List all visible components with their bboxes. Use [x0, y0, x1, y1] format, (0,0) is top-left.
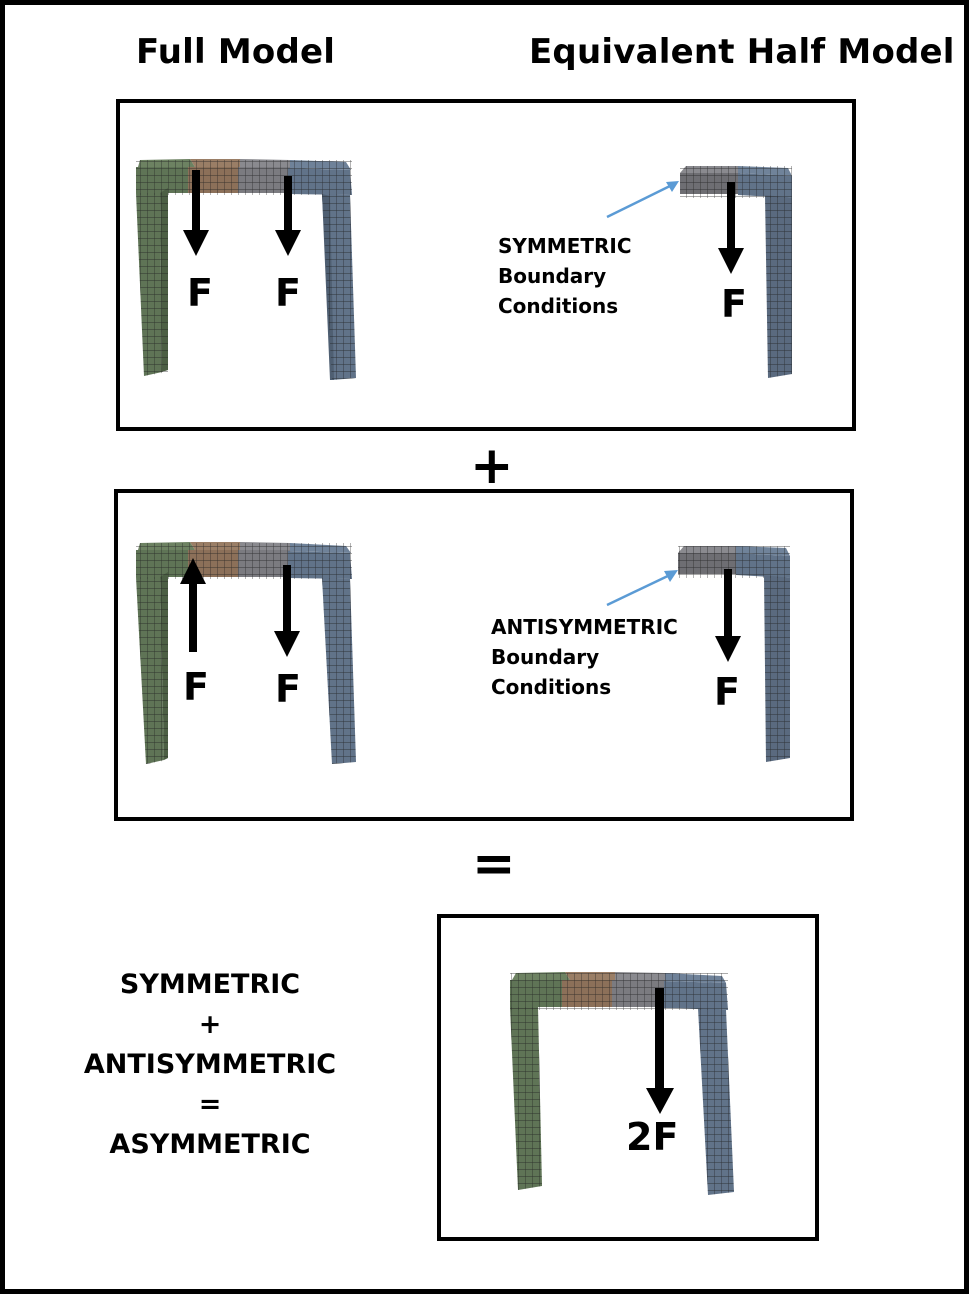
- force-arrow-shaft: [724, 569, 732, 637]
- force-arrowhead-up: [180, 558, 206, 584]
- force-arrowhead-down: [646, 1088, 674, 1114]
- force-arrowhead-down: [183, 230, 209, 256]
- plus-operator: +: [470, 436, 514, 496]
- force-label-2f: 2F: [626, 1115, 679, 1159]
- bc-label-line1: SYMMETRIC: [498, 234, 632, 258]
- asymmetric-result-panel: [437, 914, 819, 1241]
- bc-pointer-arrowhead: [666, 181, 679, 192]
- force-arrow-shaft: [283, 565, 291, 633]
- bc-pointer-arrow: [606, 572, 673, 607]
- equals-operator: =: [472, 834, 516, 894]
- force-arrowhead-down: [718, 248, 744, 274]
- bc-label-line1: ANTISYMMETRIC: [491, 615, 678, 639]
- force-arrowhead-down: [274, 631, 300, 657]
- force-arrow-shaft: [284, 176, 292, 232]
- force-arrow-shaft: [189, 582, 197, 652]
- bc-label-line2: Boundary: [491, 645, 600, 669]
- heading-full-model: Full Model: [136, 32, 336, 72]
- full-model-frame-1: [136, 159, 356, 380]
- bc-label-line3: Conditions: [491, 675, 612, 699]
- bc-label-line2: Boundary: [498, 264, 607, 288]
- heading-half-model: Equivalent Half Model: [529, 32, 955, 72]
- equation-line-antisymmetric: ANTISYMMETRIC: [83, 1049, 337, 1080]
- force-label: F: [721, 282, 747, 326]
- equation-line-plus: +: [198, 1009, 222, 1040]
- force-label: F: [714, 670, 740, 714]
- superposition-equation: SYMMETRIC + ANTISYMMETRIC = ASYMMETRIC: [70, 965, 350, 1165]
- force-label: F: [183, 665, 209, 709]
- force-arrow-shaft: [727, 182, 735, 250]
- half-model-frame-1: [606, 166, 792, 378]
- equation-line-symmetric: SYMMETRIC: [119, 969, 301, 1000]
- result-frame: [510, 972, 734, 1195]
- force-label: F: [275, 667, 301, 711]
- equation-line-asymmetric: ASYMMETRIC: [109, 1129, 311, 1160]
- bc-pointer-arrowhead: [664, 570, 678, 582]
- bc-pointer-arrow: [606, 182, 675, 219]
- force-arrowhead-down: [715, 636, 741, 662]
- force-arrowhead-down: [275, 230, 301, 256]
- force-arrow-shaft: [655, 988, 664, 1090]
- force-label: F: [275, 271, 301, 315]
- equation-line-equals: =: [198, 1089, 222, 1120]
- full-model-frame-2: [136, 542, 356, 764]
- bc-label-line3: Conditions: [498, 294, 619, 318]
- force-label: F: [187, 271, 213, 315]
- force-arrow-shaft: [192, 170, 200, 232]
- half-model-frame-2: [606, 546, 790, 762]
